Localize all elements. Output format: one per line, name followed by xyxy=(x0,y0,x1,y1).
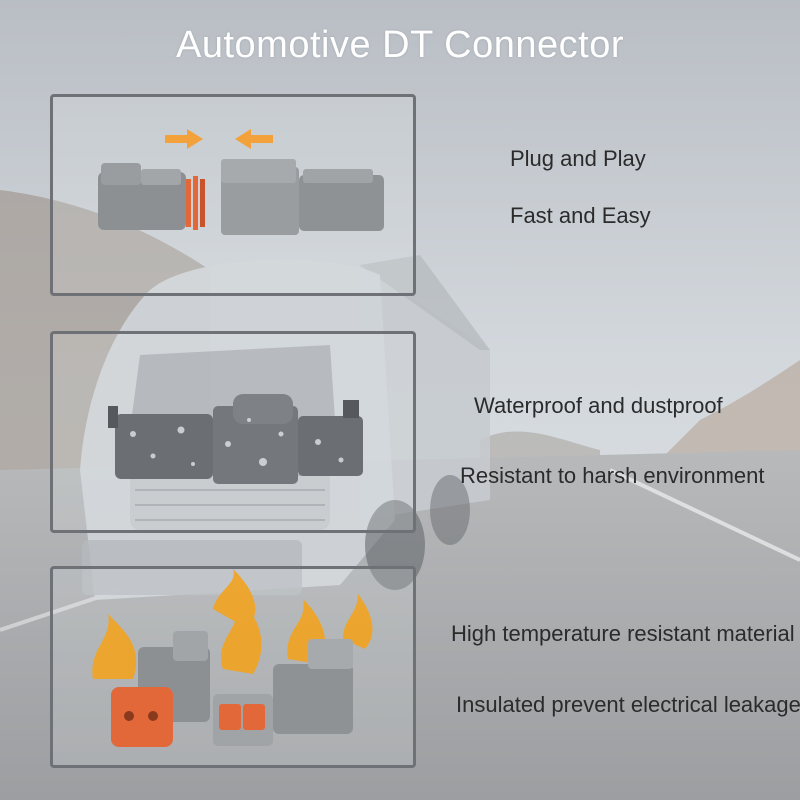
heat-resistant-illustration xyxy=(92,569,373,747)
connector-mating-illustration xyxy=(98,129,384,235)
arrow-right-icon xyxy=(165,129,203,149)
gray-receptacle xyxy=(213,639,353,746)
arrow-left-icon xyxy=(235,129,273,149)
page-title: Automotive DT Connector xyxy=(176,24,624,66)
waterproof-connector-illustration xyxy=(108,394,363,484)
feature-harsh-environment: Resistant to harsh environment xyxy=(460,463,765,488)
orange-seal-plug xyxy=(111,631,210,747)
feature-fast-and-easy: Fast and Easy xyxy=(510,203,651,228)
heat-panel xyxy=(50,566,416,768)
receptacle-connector xyxy=(221,159,384,235)
wet-connector xyxy=(108,394,363,484)
sealing-panel xyxy=(50,331,416,533)
plug-connector xyxy=(98,163,205,230)
feature-high-temperature: High temperature resistant material xyxy=(451,621,795,646)
connection-panel xyxy=(50,94,416,296)
feature-plug-and-play: Plug and Play xyxy=(510,146,646,171)
feature-insulated: Insulated prevent electrical leakage xyxy=(456,692,800,717)
feature-waterproof: Waterproof and dustproof xyxy=(474,393,723,418)
